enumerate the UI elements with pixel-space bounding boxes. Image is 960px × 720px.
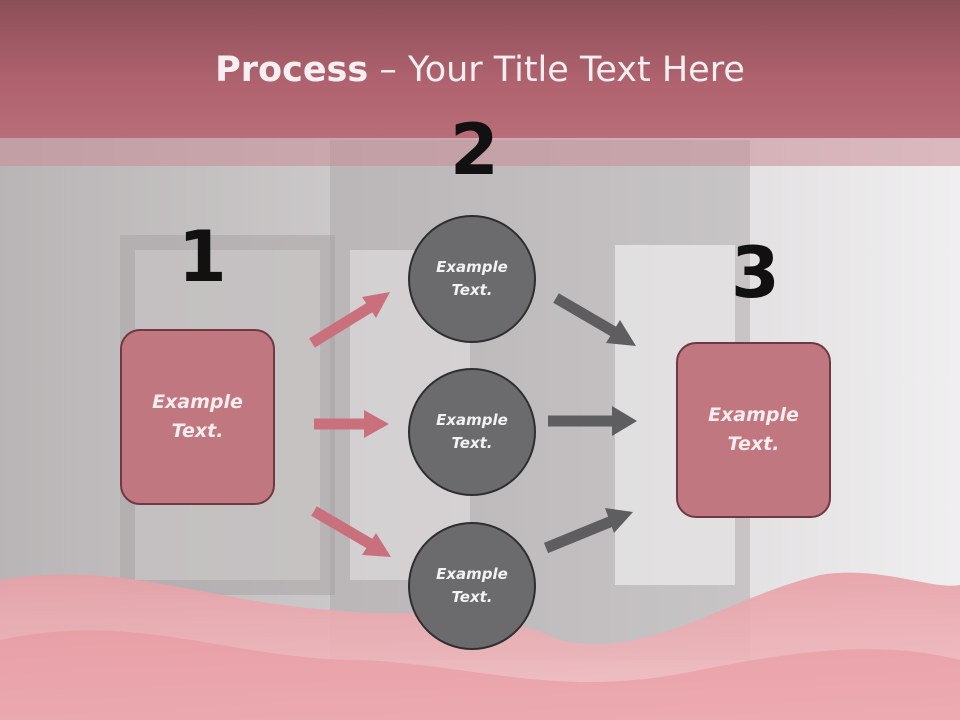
- step-number-3: 3: [731, 232, 780, 314]
- step-number-2: 2: [450, 109, 499, 191]
- arrow-left-to-bottom: [311, 506, 391, 557]
- arrow-left-to-middle: [314, 410, 389, 438]
- arrow-bottom-to-right: [543, 508, 633, 554]
- arrow-middle-to-right: [548, 406, 637, 436]
- title-rest: – Your Title Text Here: [368, 50, 745, 90]
- arrow-left-to-top: [309, 292, 390, 348]
- title-bold: Process: [215, 50, 369, 90]
- slide-title: Process – Your Title Text Here: [0, 50, 960, 90]
- arrow-top-to-right: [553, 293, 636, 346]
- header-band: [0, 138, 960, 166]
- step-number-1: 1: [178, 216, 227, 298]
- header-bar: [0, 0, 960, 138]
